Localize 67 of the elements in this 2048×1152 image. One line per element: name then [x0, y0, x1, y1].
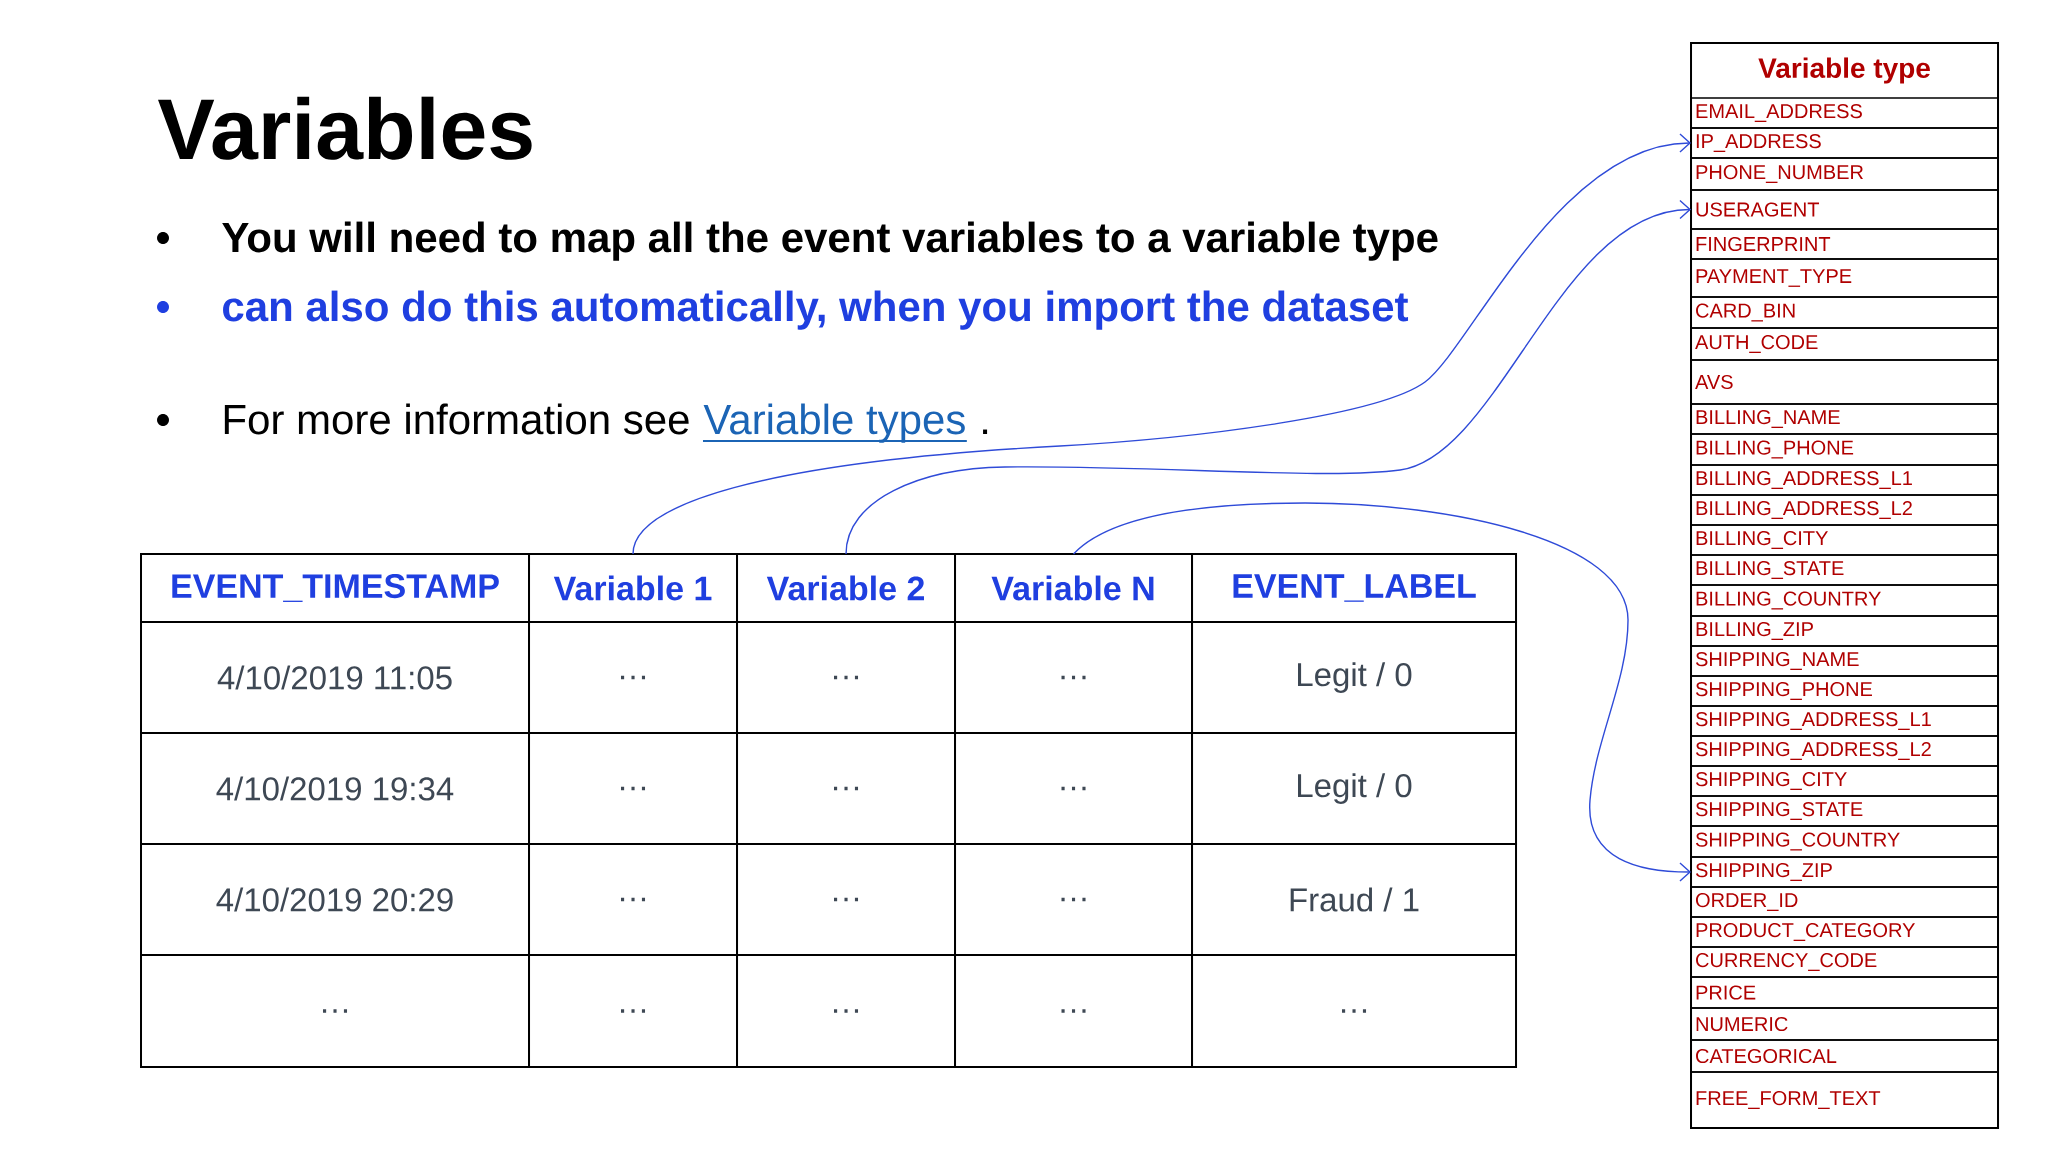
table-cell: … [954, 732, 1193, 845]
table-cell: … [140, 954, 530, 1068]
header-cell: EVENT_TIMESTAMP [140, 553, 530, 623]
table-cell: SHIPPING_ADDRESS_L2 [1690, 735, 1999, 767]
table-cell: … [736, 843, 956, 956]
table-cell: BILLING_NAME [1690, 403, 1999, 435]
table-cell: PRODUCT_CATEGORY [1690, 916, 1999, 948]
table-cell: BILLING_ADDRESS_L1 [1690, 464, 1999, 496]
table-cell: SHIPPING_ZIP [1690, 856, 1999, 888]
table-cell: NUMERIC [1690, 1007, 1999, 1041]
header-cell: Variable 2 [736, 553, 956, 623]
table-cell: CURRENCY_CODE [1690, 946, 1999, 978]
table-cell: BILLING_COUNTRY [1690, 584, 1999, 617]
table-cell: CARD_BIN [1690, 296, 1999, 329]
table-cell: 4/10/2019 11:05 [140, 621, 530, 734]
table-cell: … [954, 954, 1193, 1068]
table-cell: ORDER_ID [1690, 886, 1999, 918]
table-cell: SHIPPING_ADDRESS_L1 [1690, 705, 1999, 737]
table-cell: … [736, 954, 956, 1068]
curved-arrow [1072, 502, 1692, 882]
table-cell: SHIPPING_STATE [1690, 795, 1999, 827]
bullet-text: You will need to map all the event variables to a variable type [222, 221, 1438, 261]
table-cell: … [736, 732, 956, 845]
curved-arrow [845, 199, 1692, 555]
table-cell: … [528, 954, 738, 1068]
curved-arrow [632, 133, 1692, 555]
table-cell: SHIPPING_PHONE [1690, 675, 1999, 707]
table-cell: PAYMENT_TYPE [1690, 258, 1999, 298]
table-cell: USERAGENT [1690, 189, 1999, 230]
header-cell: Variable 1 [528, 553, 738, 623]
table-cell: BILLING_PHONE [1690, 433, 1999, 466]
table-cell: BILLING_ZIP [1690, 615, 1999, 647]
table-cell: CATEGORICAL [1690, 1039, 1999, 1073]
table-cell: IP_ADDRESS [1690, 127, 1999, 159]
bullet-text: can also do this automatically, when you import the dataset [223, 290, 1409, 330]
table-cell: AVS [1690, 359, 1999, 405]
table-cell: Legit / 0 [1191, 732, 1518, 845]
link: Variable types [702, 403, 968, 443]
bullet-text: For more information see [224, 403, 689, 435]
table-cell: FREE_FORM_TEXT [1690, 1071, 1999, 1129]
table-cell: SHIPPING_COUNTRY [1690, 825, 1999, 858]
table-cell: … [954, 621, 1193, 734]
table-cell: EMAIL_ADDRESS [1690, 97, 1999, 129]
table-cell: … [954, 843, 1193, 956]
table-cell: Fraud / 1 [1191, 843, 1518, 956]
table-heading: Variable type [1758, 57, 1930, 84]
table-cell: AUTH_CODE [1690, 327, 1999, 361]
table-cell: PHONE_NUMBER [1690, 157, 1999, 191]
table-cell: FINGERPRINT [1690, 228, 1999, 260]
table-cell: SHIPPING_NAME [1690, 645, 1999, 677]
punctuation: . [983, 429, 988, 434]
table-cell: SHIPPING_CITY [1690, 765, 1999, 797]
table-cell: 4/10/2019 19:34 [140, 732, 530, 845]
table-cell: Legit / 0 [1191, 621, 1518, 734]
table-cell: BILLING_ADDRESS_L2 [1690, 494, 1999, 526]
table-cell: … [528, 843, 738, 956]
table-cell: PRICE [1690, 976, 1999, 1009]
table-cell: … [1191, 954, 1518, 1068]
header-cell: EVENT_LABEL [1191, 553, 1518, 623]
title: Variables [158, 96, 532, 160]
table-cell: BILLING_STATE [1690, 554, 1999, 586]
header-cell: Variable N [954, 553, 1193, 623]
table-cell: … [528, 732, 738, 845]
table-cell: BILLING_CITY [1690, 524, 1999, 556]
table-cell: 4/10/2019 20:29 [140, 843, 530, 956]
table-cell: … [528, 621, 738, 734]
table-cell: … [736, 621, 956, 734]
